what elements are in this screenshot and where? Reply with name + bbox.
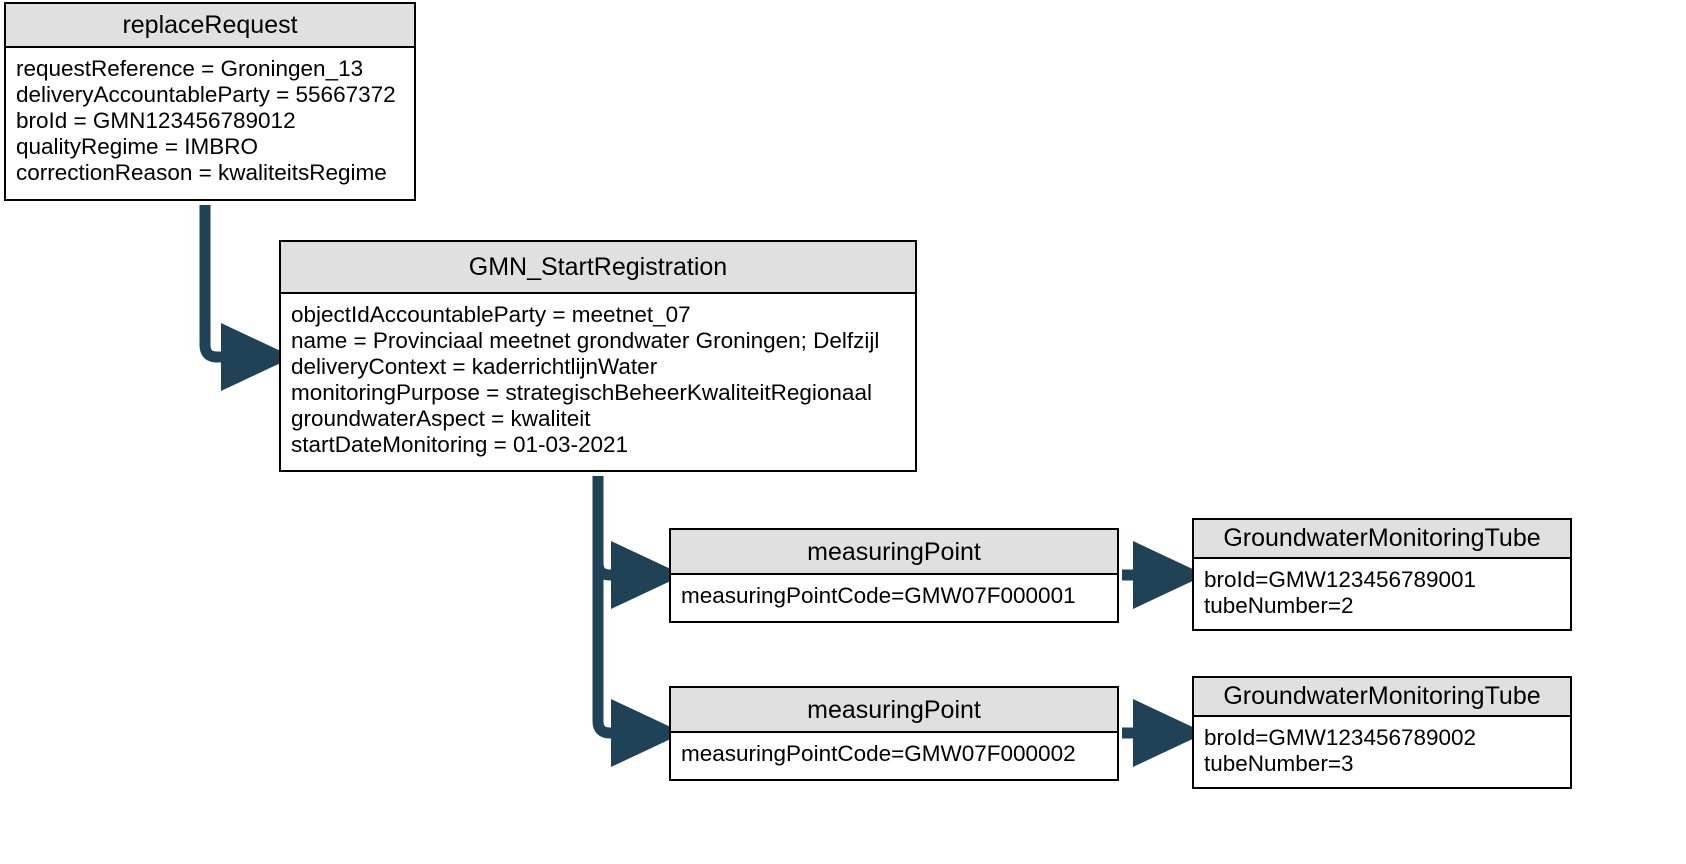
attribute-bro-id: broId=GMW123456789002 xyxy=(1204,725,1477,750)
attribute-request-reference: requestReference = Groningen_13 xyxy=(16,56,364,81)
node-replace-request[interactable]: replaceRequest requestReference = Gronin… xyxy=(4,2,416,201)
node-replace-request-body: requestReference = Groningen_13 delivery… xyxy=(6,48,414,194)
attribute-measuring-point-code: measuringPointCode=GMW07F000002 xyxy=(681,741,1076,766)
node-gmn-start-registration-title: GMN_StartRegistration xyxy=(281,242,915,294)
node-groundwater-monitoring-tube-1-body: broId=GMW123456789001 tubeNumber=2 xyxy=(1194,559,1570,627)
node-groundwater-monitoring-tube-1-title: GroundwaterMonitoringTube xyxy=(1194,520,1570,559)
attribute-object-id-accountable-party: objectIdAccountableParty = meetnet_07 xyxy=(291,302,691,327)
node-groundwater-monitoring-tube-2-body: broId=GMW123456789002 tubeNumber=3 xyxy=(1194,717,1570,785)
attribute-name: name = Provinciaal meetnet grondwater Gr… xyxy=(291,328,880,353)
attribute-delivery-context: deliveryContext = kaderrichtlijnWater xyxy=(291,354,658,379)
attribute-measuring-point-code: measuringPointCode=GMW07F000001 xyxy=(681,583,1076,608)
connector-replace-request-to-start-registration xyxy=(199,205,294,392)
node-measuring-point-1[interactable]: measuringPoint measuringPointCode=GMW07F… xyxy=(669,528,1119,623)
attribute-monitoring-purpose: monitoringPurpose = strategischBeheerKwa… xyxy=(291,380,872,405)
attribute-tube-number: tubeNumber=2 xyxy=(1204,593,1354,618)
node-gmn-start-registration-body: objectIdAccountableParty = meetnet_07 na… xyxy=(281,294,915,466)
attribute-bro-id: broId = GMN123456789012 xyxy=(16,108,296,133)
node-measuring-point-1-body: measuringPointCode=GMW07F000001 xyxy=(671,575,1117,617)
connector-start-registration-to-measuring-point-1 xyxy=(592,476,684,610)
node-replace-request-title: replaceRequest xyxy=(6,4,414,48)
attribute-start-date-monitoring: startDateMonitoring = 01-03-2021 xyxy=(291,432,629,457)
node-measuring-point-2-body: measuringPointCode=GMW07F000002 xyxy=(671,733,1117,775)
node-groundwater-monitoring-tube-1[interactable]: GroundwaterMonitoringTube broId=GMW12345… xyxy=(1192,518,1572,631)
node-measuring-point-1-title: measuringPoint xyxy=(671,530,1117,575)
node-gmn-start-registration[interactable]: GMN_StartRegistration objectIdAccountabl… xyxy=(279,240,917,472)
node-groundwater-monitoring-tube-2-title: GroundwaterMonitoringTube xyxy=(1194,678,1570,717)
attribute-tube-number: tubeNumber=3 xyxy=(1204,751,1354,776)
attribute-correction-reason: correctionReason = kwaliteitsRegime xyxy=(16,160,387,185)
node-groundwater-monitoring-tube-2[interactable]: GroundwaterMonitoringTube broId=GMW12345… xyxy=(1192,676,1572,789)
attribute-bro-id: broId=GMW123456789001 xyxy=(1204,567,1477,592)
attribute-quality-regime: qualityRegime = IMBRO xyxy=(16,134,258,159)
attribute-groundwater-aspect: groundwaterAspect = kwaliteit xyxy=(291,406,591,431)
connector-start-registration-to-measuring-point-2 xyxy=(592,476,684,768)
node-measuring-point-2[interactable]: measuringPoint measuringPointCode=GMW07F… xyxy=(669,686,1119,781)
attribute-delivery-accountable-party: deliveryAccountableParty = 55667372 xyxy=(16,82,396,107)
node-measuring-point-2-title: measuringPoint xyxy=(671,688,1117,733)
